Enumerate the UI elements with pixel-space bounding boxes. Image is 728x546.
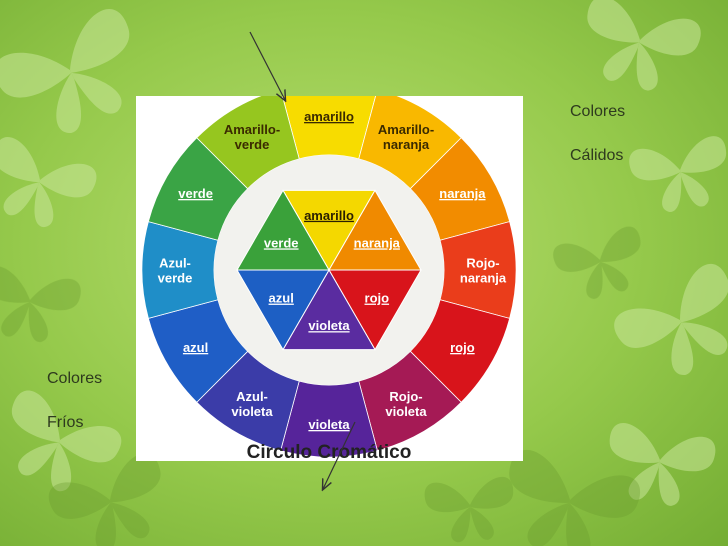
outer-segment-label: rojo	[450, 340, 475, 355]
inner-segment	[236, 189, 330, 271]
outer-segment-label: verde	[178, 186, 213, 201]
outer-segment-label: verde	[235, 137, 270, 152]
outer-segment-label: Azul-	[236, 389, 268, 404]
color-wheel: amarilloAmarillo-naranjanaranjaRojo-nara…	[141, 96, 517, 461]
outer-segment-label: amarillo	[304, 109, 354, 124]
outer-segment-label: Amarillo-	[224, 122, 280, 137]
outer-segment-label: naranja	[460, 271, 507, 286]
inner-segment-label: azul	[269, 291, 294, 306]
warm-colors-label: Colores Cálidos	[570, 90, 625, 178]
outer-segment-label: naranja	[439, 186, 486, 201]
outer-segment-label: violeta	[231, 404, 273, 419]
inner-hexagon	[236, 189, 422, 351]
wheel-title: Circulo Cromático	[247, 442, 412, 461]
cool-divider-arrow	[323, 421, 356, 489]
cool-colors-label: Colores Fríos	[47, 357, 102, 445]
warm-label-line-2: Cálidos	[570, 147, 624, 164]
cool-label-line-2: Fríos	[47, 414, 84, 431]
inner-segment-label: verde	[264, 235, 299, 250]
outer-segment-label: violeta	[385, 404, 427, 419]
warm-label-line-1: Colores	[570, 103, 626, 120]
outer-segment-label: naranja	[383, 137, 430, 152]
outer-segment-label: Azul-	[159, 256, 191, 271]
outer-segment-label: Rojo-	[389, 389, 422, 404]
outer-segment-label: Rojo-	[466, 256, 499, 271]
inner-segment-label: naranja	[354, 235, 401, 250]
inner-segment-label: violeta	[308, 318, 350, 333]
inner-segment-label: amarillo	[304, 208, 354, 223]
outer-segment-label: Amarillo-	[378, 122, 434, 137]
outer-ring	[141, 96, 517, 458]
outer-labels: amarilloAmarillo-naranjanaranjaRojo-nara…	[158, 109, 507, 432]
outer-segment-label: azul	[183, 340, 208, 355]
warm-divider-arrow	[249, 31, 285, 100]
outer-segment-label: violeta	[308, 417, 350, 432]
outer-segment-label: verde	[158, 271, 193, 286]
cool-label-line-1: Colores	[47, 370, 103, 387]
inner-segment-label: rojo	[365, 291, 390, 306]
